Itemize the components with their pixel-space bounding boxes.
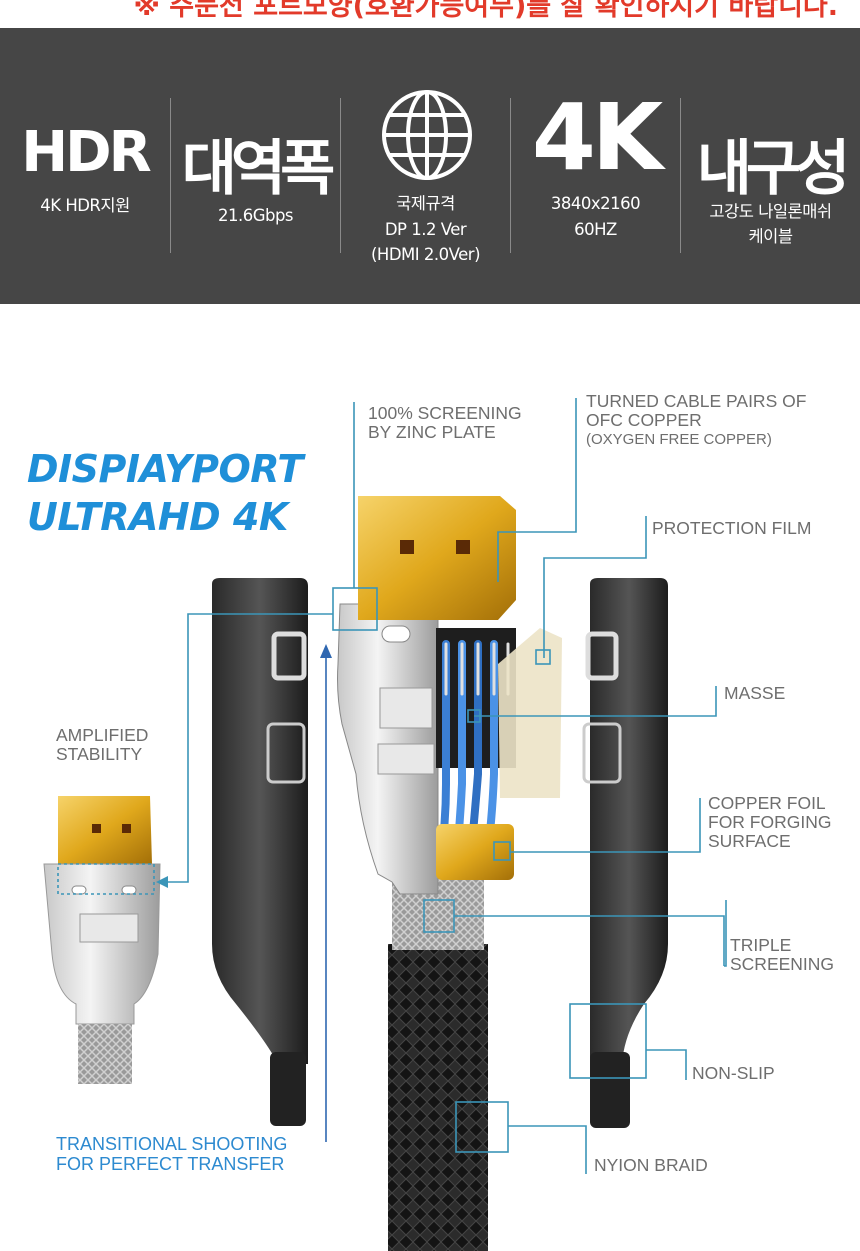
feature-4k-title: 4K	[531, 84, 663, 191]
label-triple-screening: TRIPLE SCREENING	[730, 935, 835, 974]
globe-icon	[382, 90, 472, 180]
product-title: DISPIAYPORT ULTRAHD 4K	[27, 445, 303, 541]
feature-durability-title: 내구성	[696, 134, 851, 204]
label-transitional: TRANSITIONAL SHOOTING FOR PERFECT TRANSF…	[56, 1134, 288, 1174]
feature-durability-line2: 케이블	[748, 227, 793, 246]
feature-hdr: HDR 4K HDR지원	[0, 28, 170, 304]
feature-hdr-title: HDR	[21, 120, 151, 185]
label-masse: MASSE	[724, 683, 786, 703]
feature-4k: 4K 3840x2160 60HZ	[511, 28, 680, 304]
left-connector-shell	[212, 578, 308, 1126]
label-amplified: AMPLIFIED STABILITY	[56, 725, 149, 764]
title-line2: ULTRAHD 4K	[27, 495, 288, 539]
feature-standard-line1: 국제규격	[396, 194, 455, 213]
cable-diagram	[43, 398, 727, 1251]
feature-bandwidth: 대역폭 21.6Gbps	[171, 28, 340, 304]
label-non-slip: NON-SLIP	[692, 1063, 775, 1083]
copper-foil	[436, 824, 514, 880]
divider	[170, 98, 171, 253]
order-notice: ※ 주문전 포트모양(호환가능여부)를 잘 확인하시기 바랍니다.	[133, 0, 838, 22]
feature-band: HDR 4K HDR지원 대역폭 21.6Gbps 국제규격 DP 1.2 Ve…	[0, 28, 860, 304]
gold-plug	[358, 496, 516, 620]
feature-bandwidth-sub: 21.6Gbps	[217, 206, 294, 225]
label-braid: NYION BRAID	[594, 1155, 708, 1175]
label-turned-cable: TURNED CABLE PAIRS OF OFC COPPER (OXYGEN…	[586, 391, 807, 449]
feature-standard-line2: DP 1.2 Ver	[384, 220, 467, 239]
feature-bandwidth-title: 대역폭	[181, 134, 336, 204]
divider	[510, 98, 511, 253]
title-line1: DISPIAYPORT	[27, 447, 303, 491]
right-connector-shell	[582, 578, 668, 1128]
small-connector	[43, 796, 161, 1084]
label-screening: 100% SCREENING BY ZINC PLATE	[368, 403, 522, 442]
label-copper-foil: COPPER FOIL FOR FORGING SURFACE	[708, 793, 832, 851]
label-protection-film: PROTECTION FILM	[652, 518, 812, 538]
feature-4k-line1: 3840x2160	[550, 194, 641, 213]
divider	[340, 98, 341, 253]
feature-standard-line3: (HDMI 2.0Ver)	[370, 245, 481, 264]
feature-hdr-sub: 4K HDR지원	[40, 196, 130, 215]
feature-durability-line1: 고강도 나일론매쉬	[709, 202, 832, 221]
nylon-braid	[388, 944, 488, 1251]
feature-standard: 국제규격 DP 1.2 Ver (HDMI 2.0Ver)	[341, 28, 510, 304]
feature-4k-line2: 60HZ	[574, 220, 617, 239]
divider	[680, 98, 681, 253]
feature-durability: 내구성 고강도 나일론매쉬 케이블	[681, 28, 860, 304]
